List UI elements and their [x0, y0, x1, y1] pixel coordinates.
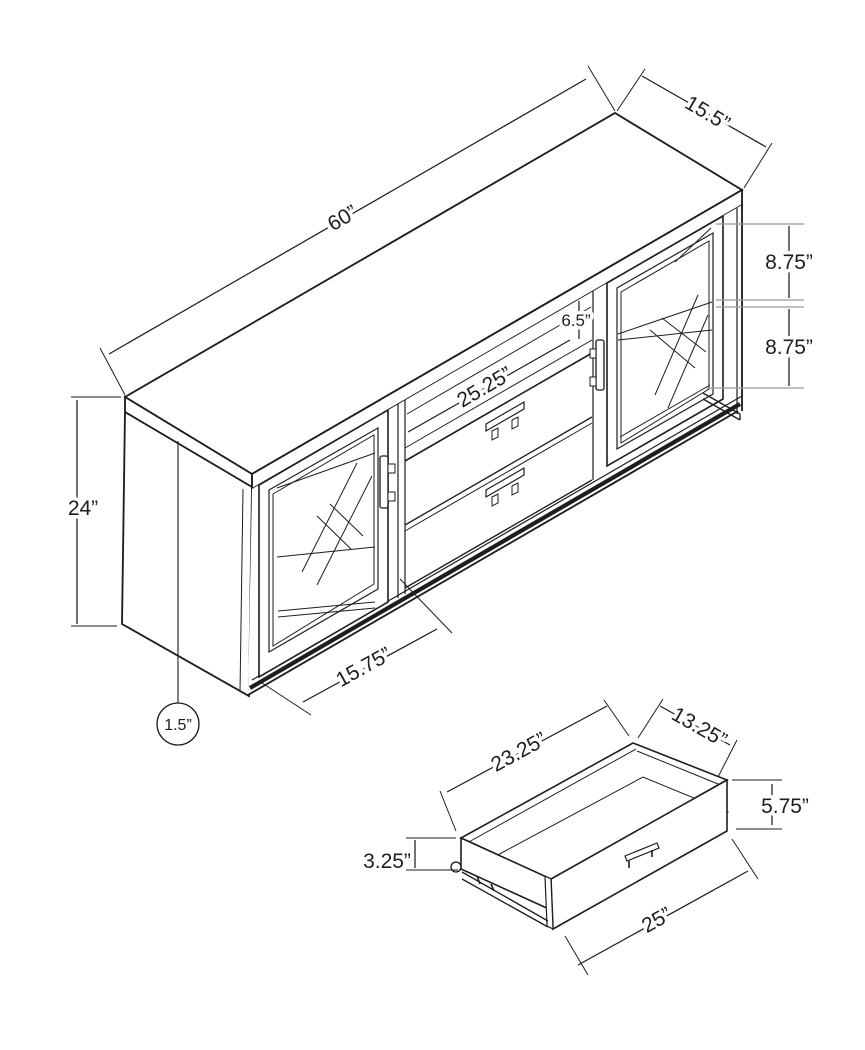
dim-label-opening-height: 6.5” [561, 311, 591, 330]
top-thickness-callout-circle [156, 702, 200, 746]
drawer-slide-rail [461, 871, 549, 928]
dim-label-drawer-length: 23.25” [487, 728, 550, 777]
drawer-handle [624, 842, 660, 862]
glass-shine-lines [649, 294, 709, 409]
dim-label-overall-height: 24” [68, 497, 98, 520]
base-bottom-edge [247, 410, 739, 696]
dim-label-lower-shelf: 8.75” [765, 336, 813, 359]
left-side-panel [121, 410, 253, 698]
shelf-extension-lines [706, 223, 804, 389]
dim-label-top-length: 60” [324, 201, 362, 236]
left-glass-door [258, 408, 396, 679]
drawer-dimensions: 23.25” 13.25” 5.75” 3.25” 25” [360, 698, 812, 976]
dim-label-door-width: 15.75” [332, 643, 395, 692]
right-glass-door [589, 214, 724, 468]
dim-label-top-thickness: 1.5” [164, 717, 192, 734]
dim-label-drawer-front-width: 25” [638, 903, 676, 938]
dim-line-center-width [407, 339, 571, 433]
dim-line-top-length [108, 78, 587, 355]
center-section [397, 291, 594, 598]
dim-line-drawer-length [446, 705, 608, 793]
dim-line-top-depth [641, 75, 767, 148]
base-rail [248, 402, 742, 690]
upper-drawer-handle [485, 400, 525, 433]
dim-line-door-width [302, 628, 438, 703]
left-door-handle [379, 455, 389, 509]
right-door-handle [595, 339, 605, 391]
dim-label-drawer-front-height: 5.75” [761, 795, 809, 818]
lower-drawer-handle [485, 466, 525, 499]
dim-label-top-depth: 15.5” [681, 91, 734, 135]
glass-shine-lines [301, 462, 373, 586]
dim-label-drawer-side-height: 3.25” [363, 850, 411, 873]
dim-label-drawer-depth: 13.25” [668, 703, 731, 752]
dim-line-drawer-depth [659, 705, 731, 746]
dim-line-drawer-front-width [577, 870, 749, 966]
dim-label-upper-shelf: 8.75” [765, 251, 813, 274]
drawer-drawing [450, 742, 730, 931]
tv-stand-drawing [121, 111, 744, 698]
